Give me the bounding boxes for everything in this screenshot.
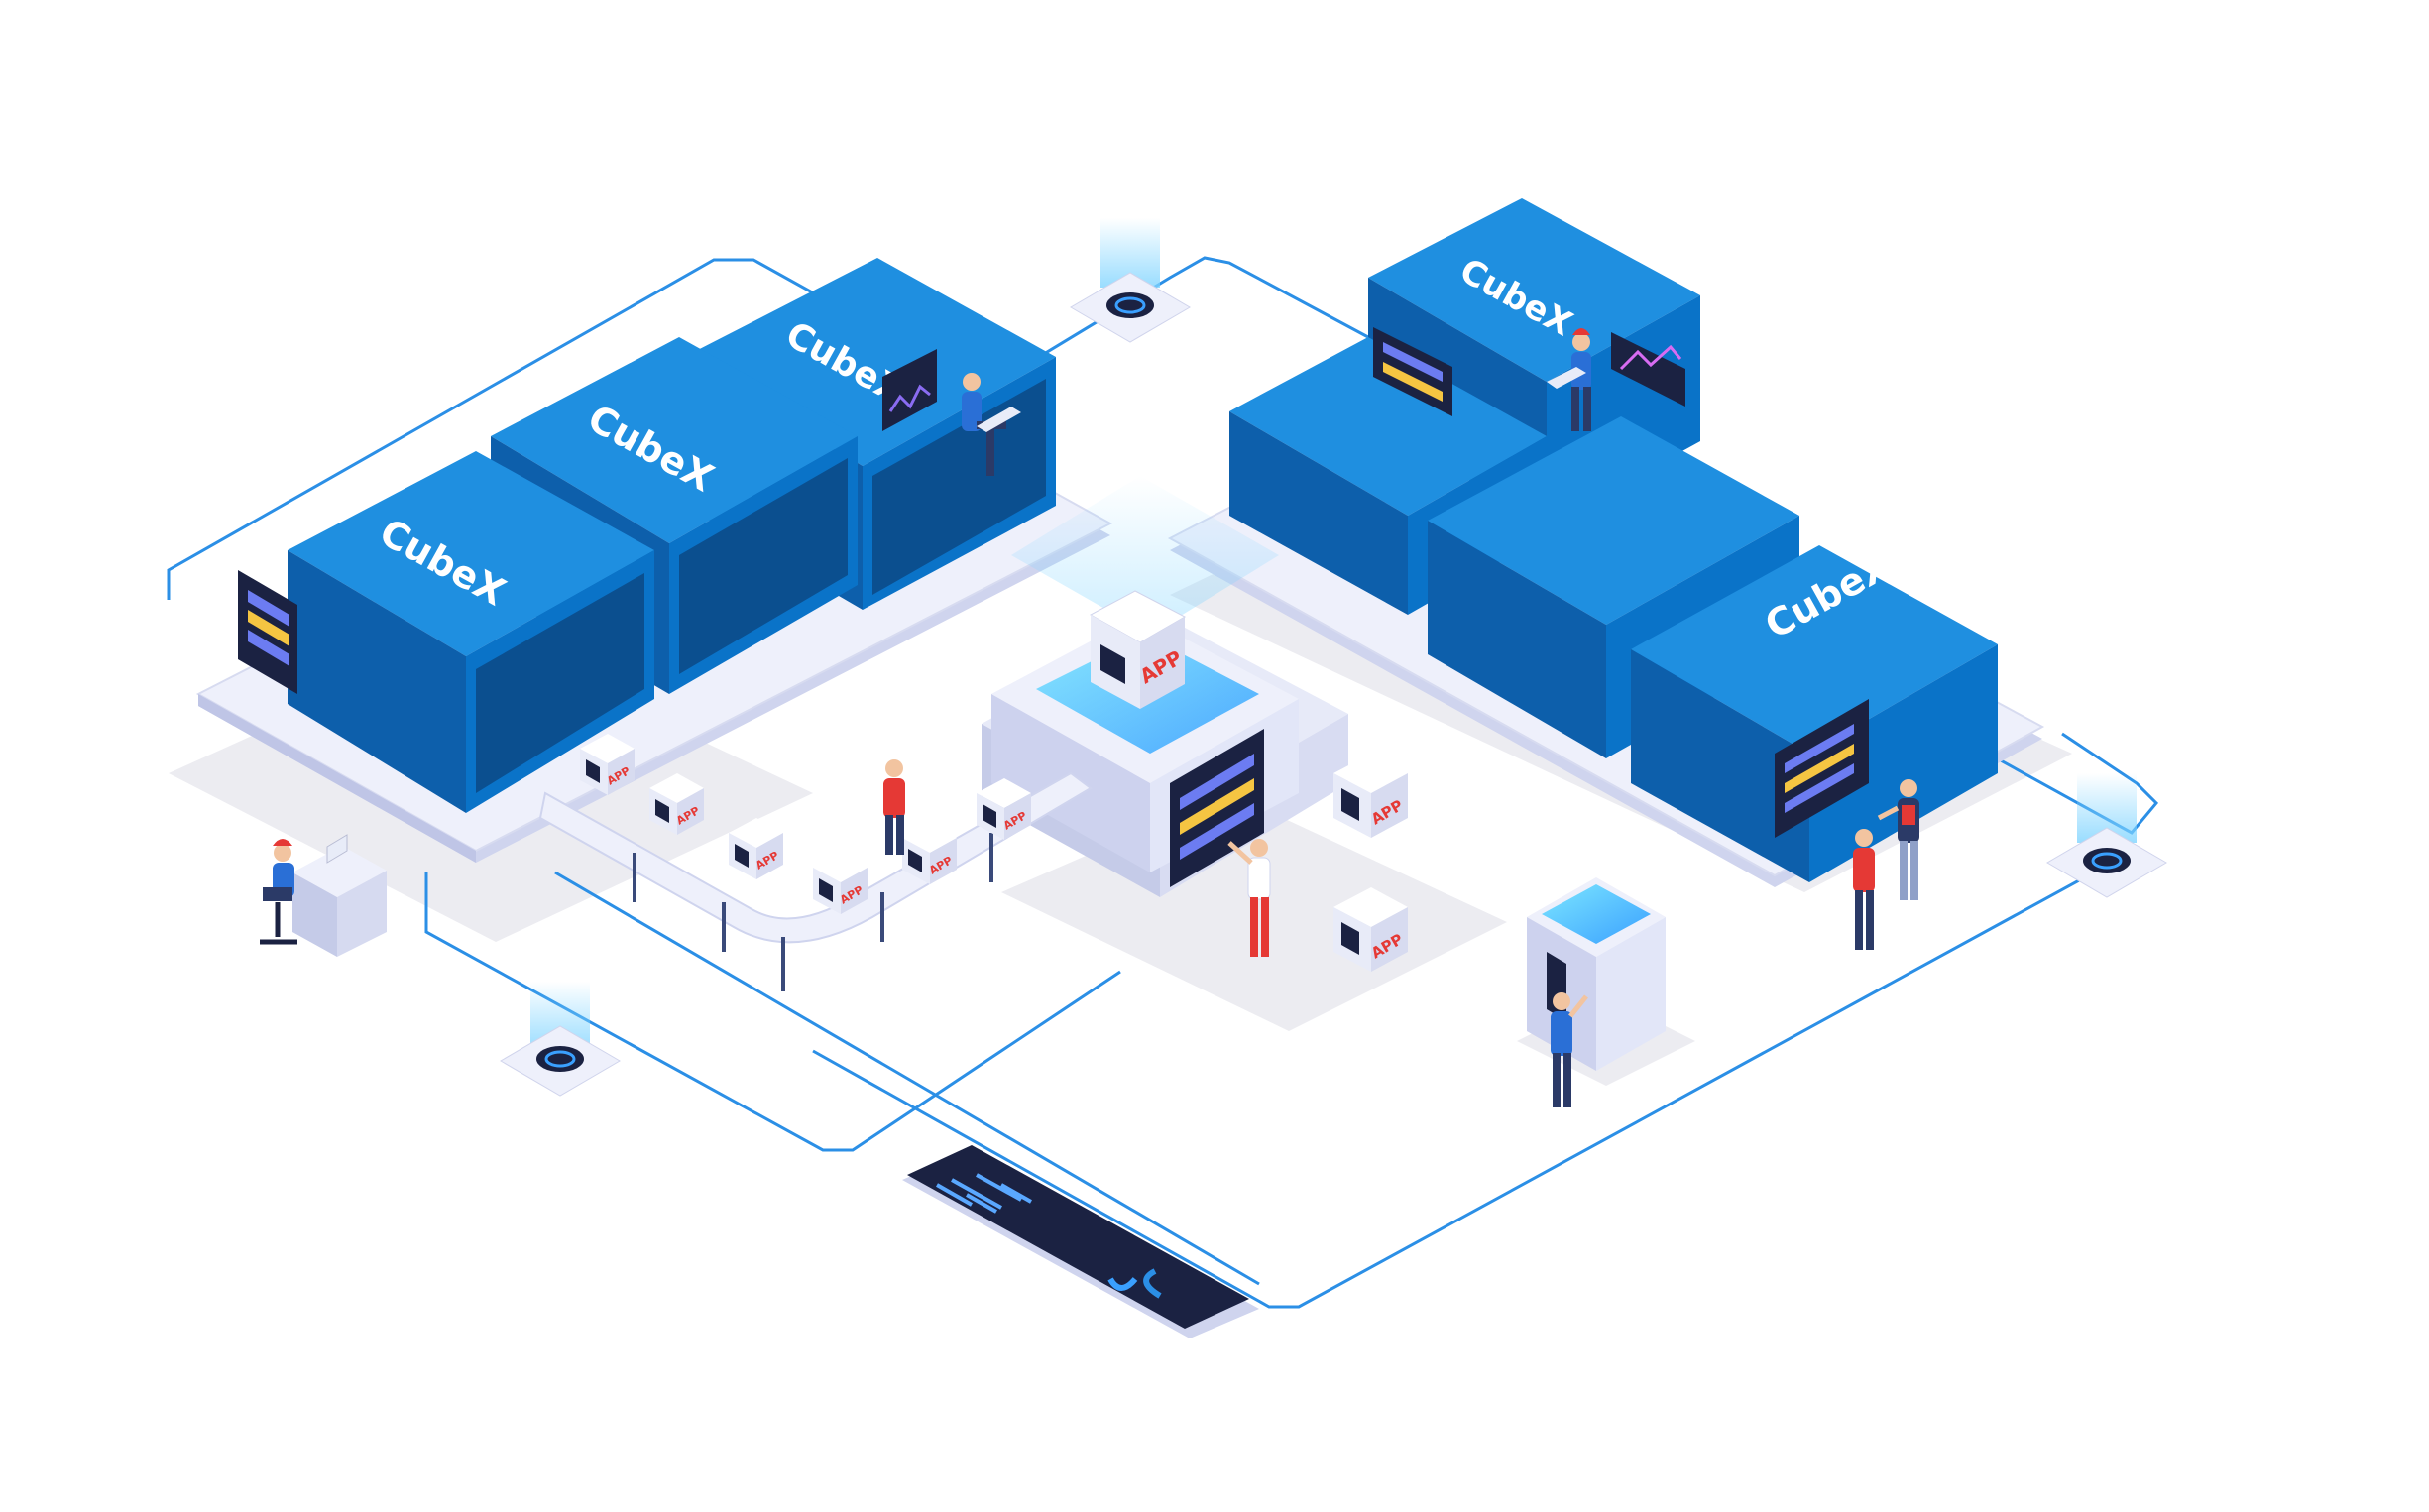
- app-box-icon: APP: [1333, 754, 1408, 838]
- dashboard-screen-icon: [1611, 332, 1685, 407]
- app-box-icon: APP: [977, 778, 1031, 840]
- server-container-icon: CubeX: [288, 451, 654, 813]
- kiosk-icon: [1527, 877, 1666, 1071]
- server-container-icon: CubeX: [1631, 543, 1998, 882]
- worker-person-icon: [962, 373, 1021, 476]
- dashboard-screen-icon: [238, 570, 297, 694]
- worker-person-icon: [1877, 779, 1919, 900]
- app-box-icon: APP: [580, 734, 635, 795]
- worker-person-icon: [1551, 992, 1588, 1107]
- network-node-icon: [1070, 218, 1191, 343]
- dashboard-screen-icon: [882, 349, 937, 431]
- network-node-icon: [2046, 773, 2167, 898]
- conveyor-belt: [538, 771, 1093, 991]
- office-desk-icon: [260, 834, 387, 957]
- worker-person-icon: [1853, 829, 1875, 950]
- app-box-icon: APP: [813, 853, 868, 914]
- app-box-icon: APP: [1089, 590, 1186, 709]
- app-box-icon: APP: [649, 773, 704, 835]
- worker-person-icon: [883, 759, 905, 855]
- app-box-icon: APP: [729, 818, 783, 879]
- worker-person-icon: [1227, 839, 1271, 957]
- dashboard-screen-icon: [1775, 699, 1869, 838]
- network-node-icon: [500, 982, 621, 1097]
- app-box-icon: APP: [902, 823, 957, 884]
- terminal-panel-icon: [902, 1145, 1259, 1338]
- worker-person-icon: [1547, 328, 1591, 431]
- app-box-row: APP APP APP APP APP: [580, 734, 1408, 972]
- dashboard-screen-icon: [1373, 327, 1452, 416]
